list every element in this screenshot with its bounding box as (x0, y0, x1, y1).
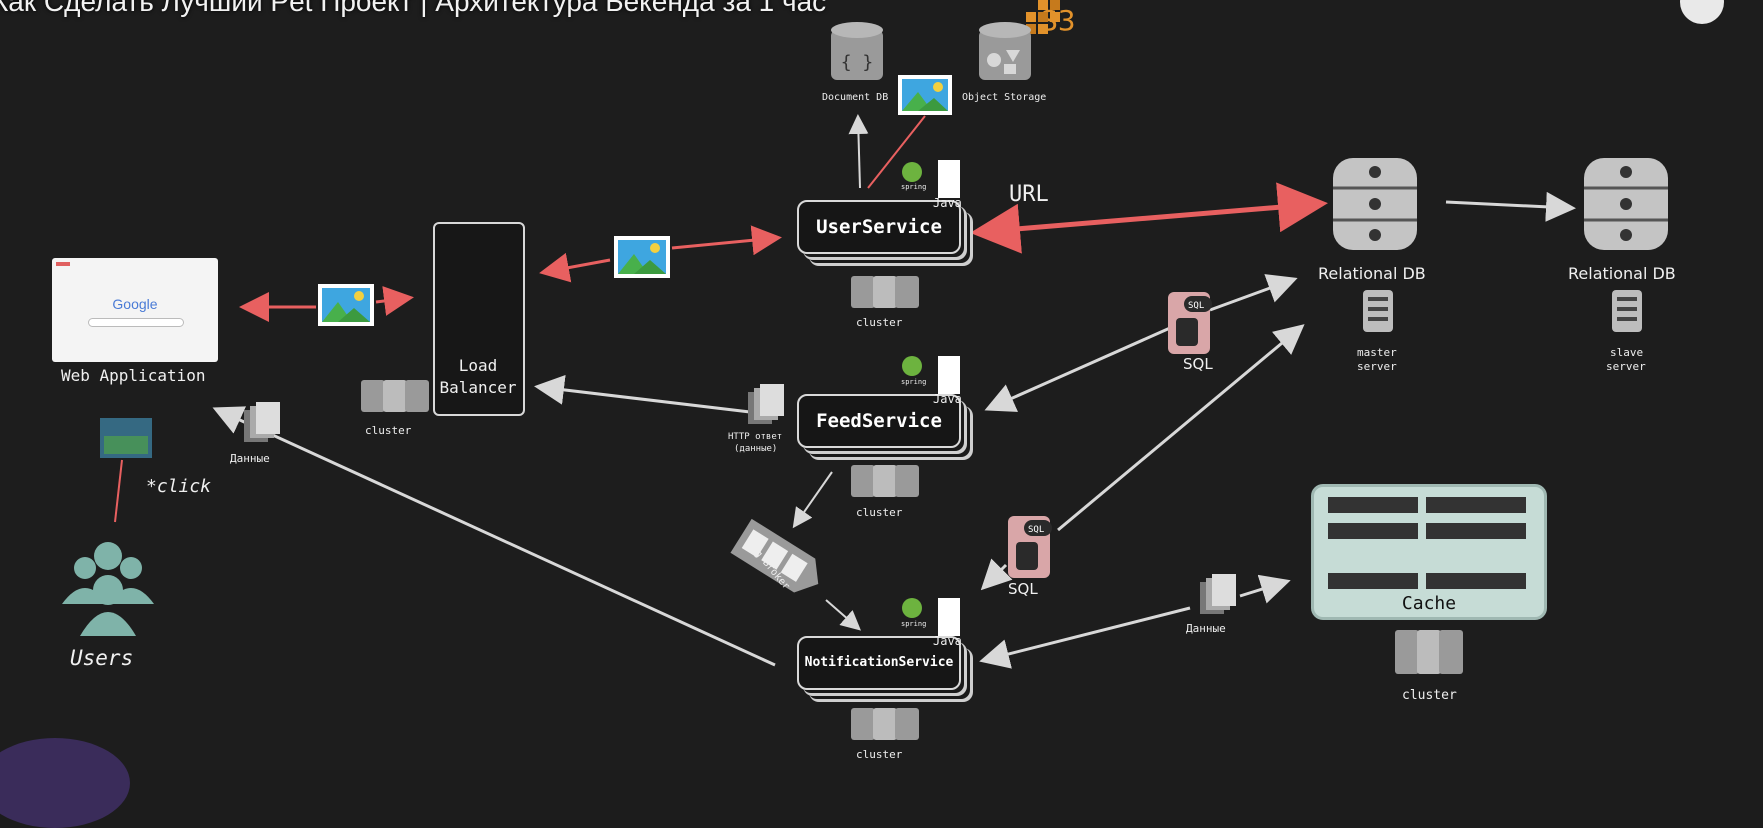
url-label: URL (1009, 182, 1049, 207)
image-icon-storage (898, 75, 952, 115)
image-icon-web (318, 284, 374, 326)
s3-icon (1026, 0, 1060, 34)
http-response-label-line2: (данные) (734, 444, 778, 454)
blurred-image-icon (100, 418, 152, 458)
cache-row (1328, 497, 1418, 513)
web-application-label: Web Application (61, 366, 206, 385)
sql-icon-1 (1168, 292, 1212, 354)
cache-row (1426, 523, 1526, 539)
click-label: *click (146, 476, 212, 497)
sql-label-2: SQL (1008, 580, 1038, 598)
spring-label-user: spring (901, 183, 927, 191)
relational-db-master-icon (1333, 158, 1417, 250)
cache-row (1426, 497, 1526, 513)
slave-server-icon (1612, 290, 1642, 332)
diagram-svg: { } (62, 0, 1668, 740)
data-label-cache: Данные (1186, 622, 1226, 635)
cluster-label-cache: cluster (1402, 688, 1457, 703)
browser-dots-icon (56, 262, 70, 266)
feed-service-box[interactable]: FeedService (797, 394, 961, 448)
cluster-label-notification: cluster (856, 748, 903, 761)
cache-box[interactable]: Cache (1311, 484, 1547, 620)
google-logo: Google (112, 296, 158, 312)
cache-row (1328, 523, 1418, 539)
diagram-canvas: Как Сделать Лучший Pet Проект | Архитект… (0, 0, 1724, 828)
http-response-label-line1: HTTP ответ (728, 432, 783, 442)
load-balancer-label-line1: Load (458, 356, 498, 375)
relational-db-master-label: Relational DB (1318, 264, 1426, 283)
slave-server-label-line1: slave (1610, 346, 1644, 359)
data-doc-icon-web (244, 402, 280, 442)
cluster-icon-notification (851, 708, 919, 740)
java-label-notification: Java (933, 634, 962, 648)
spring-java-badge-user (902, 160, 960, 198)
master-server-label-line1: master (1357, 346, 1397, 359)
data-doc-icon-cache (1200, 574, 1236, 614)
spring-java-badge-notification (902, 598, 960, 636)
java-label-feed: Java (933, 392, 962, 406)
relational-db-slave-icon (1584, 158, 1668, 250)
users-label: Users (70, 646, 134, 670)
java-label-user: Java (933, 196, 962, 210)
sql-badge-text-2: SQL (1028, 525, 1045, 535)
image-icon-lb (614, 236, 670, 278)
user-service-box[interactable]: UserService (797, 200, 961, 254)
relational-db-slave-label: Relational DB (1568, 264, 1676, 283)
load-balancer-box[interactable] (433, 222, 525, 416)
cluster-icon-cache (1395, 630, 1463, 674)
cluster-icon-user (851, 276, 919, 308)
web-app-window[interactable]: Google (52, 258, 218, 362)
cluster-icon-feed (851, 465, 919, 497)
object-storage-icon (979, 22, 1031, 80)
document-db-label: Document DB (822, 92, 889, 103)
cache-row (1426, 573, 1526, 589)
svg-text:{ }: { } (841, 52, 874, 73)
sql-label-1: SQL (1183, 355, 1213, 373)
http-doc-icon (748, 384, 784, 424)
cluster-label-feed: cluster (856, 506, 903, 519)
sql-badge-text-1: SQL (1188, 301, 1205, 311)
spring-label-feed: spring (901, 378, 927, 386)
cluster-icon-lb (361, 380, 429, 412)
users-icon (62, 542, 154, 636)
cluster-label-lb: cluster (365, 424, 412, 437)
load-balancer-label-line2: Balancer (439, 378, 517, 397)
sql-icon-2 (1008, 516, 1052, 578)
spring-java-badge-feed (902, 356, 960, 394)
master-server-label-line2: server (1357, 360, 1397, 373)
data-label-web: Данные (230, 452, 270, 465)
notification-service-box[interactable]: NotificationService (797, 636, 961, 690)
document-db-icon: { } (831, 22, 883, 80)
object-storage-label: Object Storage (962, 92, 1047, 103)
slave-server-label-line2: server (1606, 360, 1646, 373)
spring-label-notification: spring (901, 620, 927, 628)
cluster-label-user: cluster (856, 316, 903, 329)
msg-broker-icon (730, 518, 819, 593)
google-search-input[interactable] (88, 318, 184, 327)
master-server-icon (1363, 290, 1393, 332)
cache-label: Cache (1401, 593, 1457, 614)
video-title: Как Сделать Лучший Pet Проект | Архитект… (0, 0, 827, 17)
cache-row (1328, 573, 1418, 589)
